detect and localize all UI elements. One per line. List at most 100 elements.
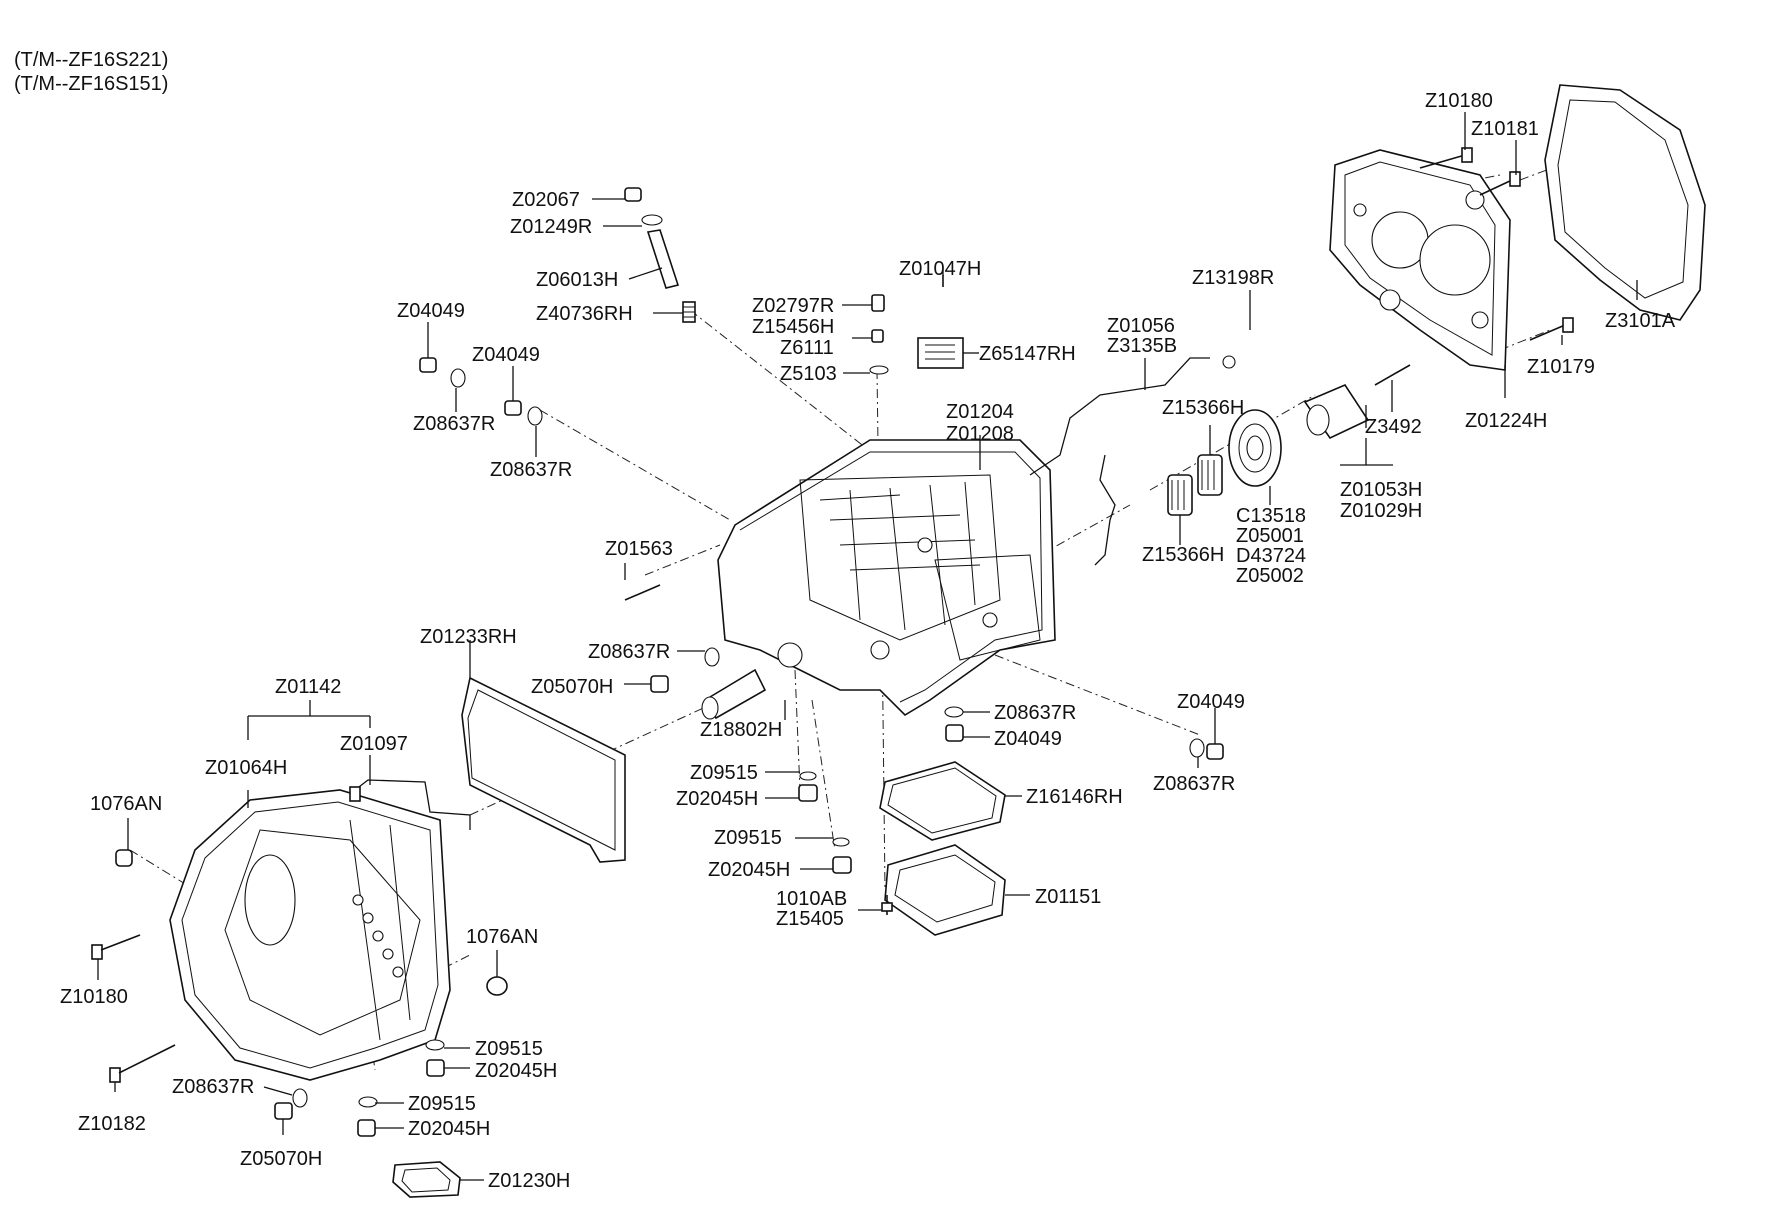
callout-z01151: Z01151: [1035, 886, 1101, 908]
callout-z16146rh: Z16146RH: [1026, 786, 1123, 808]
pin-z3492: [1374, 364, 1411, 386]
plug-z04049-left-b: [504, 400, 522, 416]
bolt-z10180-rear: [1419, 147, 1473, 169]
callout-z01097: Z01097: [340, 733, 408, 755]
rear-cover-housing: [1329, 149, 1511, 371]
callout-z15456h: Z15456H: [752, 316, 834, 338]
washer-z08637r-c: [292, 1088, 308, 1108]
callout-z08637r-f: Z08637R: [172, 1076, 254, 1098]
callout-z01064h: Z01064H: [205, 757, 287, 779]
cover-gasket-z16146rh: [879, 761, 1006, 841]
callout-z65147rh: Z65147RH: [979, 343, 1076, 365]
cover-z01151: [884, 844, 1006, 936]
callout-z05070h-a: Z05070H: [531, 676, 613, 698]
callout-z08637r-d: Z08637R: [994, 702, 1076, 724]
callout-z6111: Z6111: [780, 337, 834, 359]
callout-z02045h-a: Z02045H: [676, 788, 758, 810]
callout-z10180-front: Z10180: [60, 986, 128, 1008]
pipe-z06013h: [646, 229, 680, 289]
washer-z5103: [869, 365, 889, 375]
callout-1010ab: 1010AB: [776, 888, 847, 910]
callout-z01224h: Z01224H: [1465, 410, 1547, 432]
plug-z04049-right-a: [945, 724, 964, 742]
callout-z13198r: Z13198R: [1192, 267, 1274, 289]
callout-z3492: Z3492: [1365, 416, 1422, 438]
callout-z08637r-a: Z08637R: [413, 413, 495, 435]
callout-z5103: Z5103: [780, 363, 837, 385]
callout-z09515-a: Z09515: [690, 762, 758, 784]
callout-z10180-rear: Z10180: [1425, 90, 1493, 112]
leader-lines: [97, 112, 1638, 1181]
plug-z04049-right-b: [1206, 743, 1224, 760]
bearing-z15366h-upper: [1197, 454, 1223, 496]
callout-z15366h-upper: Z15366H: [1162, 397, 1244, 419]
bolt-z15405: [881, 895, 893, 915]
callout-z15405: Z15405: [776, 908, 844, 930]
callout-z3101a: Z3101A: [1605, 310, 1676, 332]
gasket-z01233rh: [461, 676, 626, 863]
model-code-line-2: (T/M--ZF16S151): [14, 73, 168, 95]
callout-z08637r-b: Z08637R: [490, 459, 572, 481]
callout-labels: Z10180 Z10181 Z3101A Z10179 Z01224H Z020…: [60, 90, 1676, 1192]
callout-z02045h-d: Z02045H: [408, 1118, 490, 1140]
callout-z01233rh: Z01233RH: [420, 626, 517, 648]
clutch-housing-z01142: [169, 789, 451, 1081]
callout-z10179: Z10179: [1527, 356, 1595, 378]
callout-z10181: Z10181: [1471, 118, 1539, 140]
callout-z01029h: Z01029H: [1340, 500, 1422, 522]
callout-z02067: Z02067: [512, 189, 580, 211]
callout-z15366h-lower: Z15366H: [1142, 544, 1224, 566]
washer-z08637r-left-b: [527, 406, 543, 426]
washer-z09515-c: [425, 1039, 445, 1051]
washer-z09515-b: [832, 837, 850, 847]
callout-z05002: Z05002: [1236, 565, 1304, 587]
plug-z04049-left-a: [419, 357, 437, 373]
callout-z40736rh: Z40736RH: [536, 303, 633, 325]
plug-z05070h-c: [274, 1102, 293, 1120]
gear-c13518: [1228, 409, 1282, 487]
bolt-z10182: [109, 1044, 176, 1083]
callout-z09515-c: Z09515: [475, 1038, 543, 1060]
filter-z40736rh: [682, 301, 696, 323]
callout-d43724: D43724: [1236, 545, 1306, 567]
plug-z02045h-a: [798, 784, 818, 802]
callout-z01142: Z01142: [275, 676, 341, 698]
callout-z01204: Z01204: [946, 401, 1014, 423]
callout-z01056: Z01056: [1107, 315, 1175, 337]
callout-1076an-left: 1076AN: [90, 793, 162, 815]
callout-z04049-c: Z04049: [994, 728, 1062, 750]
callout-z01230h: Z01230H: [488, 1170, 570, 1192]
callout-z02797r: Z02797R: [752, 295, 834, 317]
callout-z01053h: Z01053H: [1340, 479, 1422, 501]
plug-z02045h-d: [357, 1119, 376, 1137]
washer-z08637r-right-b: [1189, 738, 1205, 758]
bolt-z10181: [1479, 171, 1521, 196]
callout-z04049-a: Z04049: [397, 300, 465, 322]
callout-z04049-d: Z04049: [1177, 691, 1245, 713]
breather-z02067: [624, 187, 642, 202]
pipe-z01097: [349, 779, 471, 830]
plug-1076an-right: [486, 976, 508, 996]
model-code-line-1: (T/M--ZF16S221): [14, 49, 168, 71]
washer-z08637r-left-a: [450, 368, 466, 388]
washer-z01249r: [641, 214, 663, 226]
rear-cover-gasket: [1544, 84, 1706, 321]
plug-z05070h-mid: [650, 675, 669, 693]
callout-z04049-b: Z04049: [472, 344, 540, 366]
dowel-pin-z01563: [624, 584, 661, 601]
bolt-z10180-front: [91, 934, 141, 960]
filter-z18802h: [701, 668, 767, 720]
callout-z09515-d: Z09515: [408, 1093, 476, 1115]
plug-z02045h-c: [426, 1059, 445, 1077]
callout-z05001: Z05001: [1236, 525, 1304, 547]
callout-z3135b: Z3135B: [1107, 335, 1177, 357]
plug-z02045h-b: [832, 856, 852, 874]
washer-z09515-a: [799, 771, 817, 781]
callout-c13518: C13518: [1236, 505, 1306, 527]
washer-z09515-d: [358, 1096, 378, 1108]
callout-z01047h: Z01047H: [899, 258, 981, 280]
callout-1076an-right: 1076AN: [466, 926, 538, 948]
callout-z02045h-b: Z02045H: [708, 859, 790, 881]
main-housing: [717, 439, 1056, 717]
